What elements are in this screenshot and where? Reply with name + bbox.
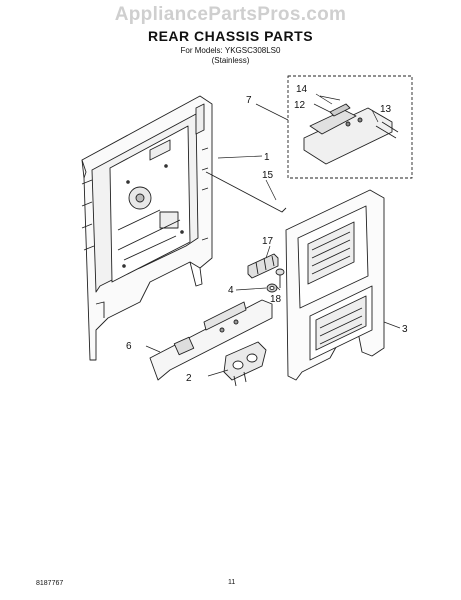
callout-12: 12 [294, 100, 306, 111]
callout-6: 6 [126, 341, 132, 352]
callout-13: 13 [380, 104, 392, 115]
callout-2: 2 [186, 373, 192, 384]
model-info: For Models: YKGSC308LS0 (Stainless) [0, 46, 461, 66]
callout-7: 7 [246, 95, 252, 106]
bracket-plate [149, 299, 273, 381]
callout-17: 17 [262, 236, 274, 247]
page-number: 11 [228, 579, 236, 586]
bushing [266, 283, 278, 293]
support-rod [205, 171, 287, 213]
models-line: For Models: YKGSC308LS0 [180, 46, 281, 55]
callout-4: 4 [228, 285, 234, 296]
leader-lines [145, 93, 401, 377]
finish-line: (Stainless) [211, 56, 250, 65]
callout-labels: 1 2 3 4 6 7 12 13 14 15 17 18 [126, 84, 408, 384]
callout-1: 1 [264, 152, 270, 163]
terminal-block [247, 253, 279, 279]
callout-14: 14 [296, 84, 308, 95]
page-title: REAR CHASSIS PARTS [147, 28, 314, 44]
rear-panel [285, 189, 385, 381]
screw [275, 268, 285, 288]
callout-18: 18 [270, 294, 282, 305]
watermark: AppliancePartsPros.com [114, 4, 347, 25]
detail-box [287, 75, 413, 179]
footer-code: 8187767 [36, 580, 64, 587]
rear-chassis-frame [81, 95, 213, 361]
callout-15: 15 [262, 170, 274, 181]
callout-3: 3 [402, 324, 408, 335]
terminal-cover [223, 341, 267, 387]
